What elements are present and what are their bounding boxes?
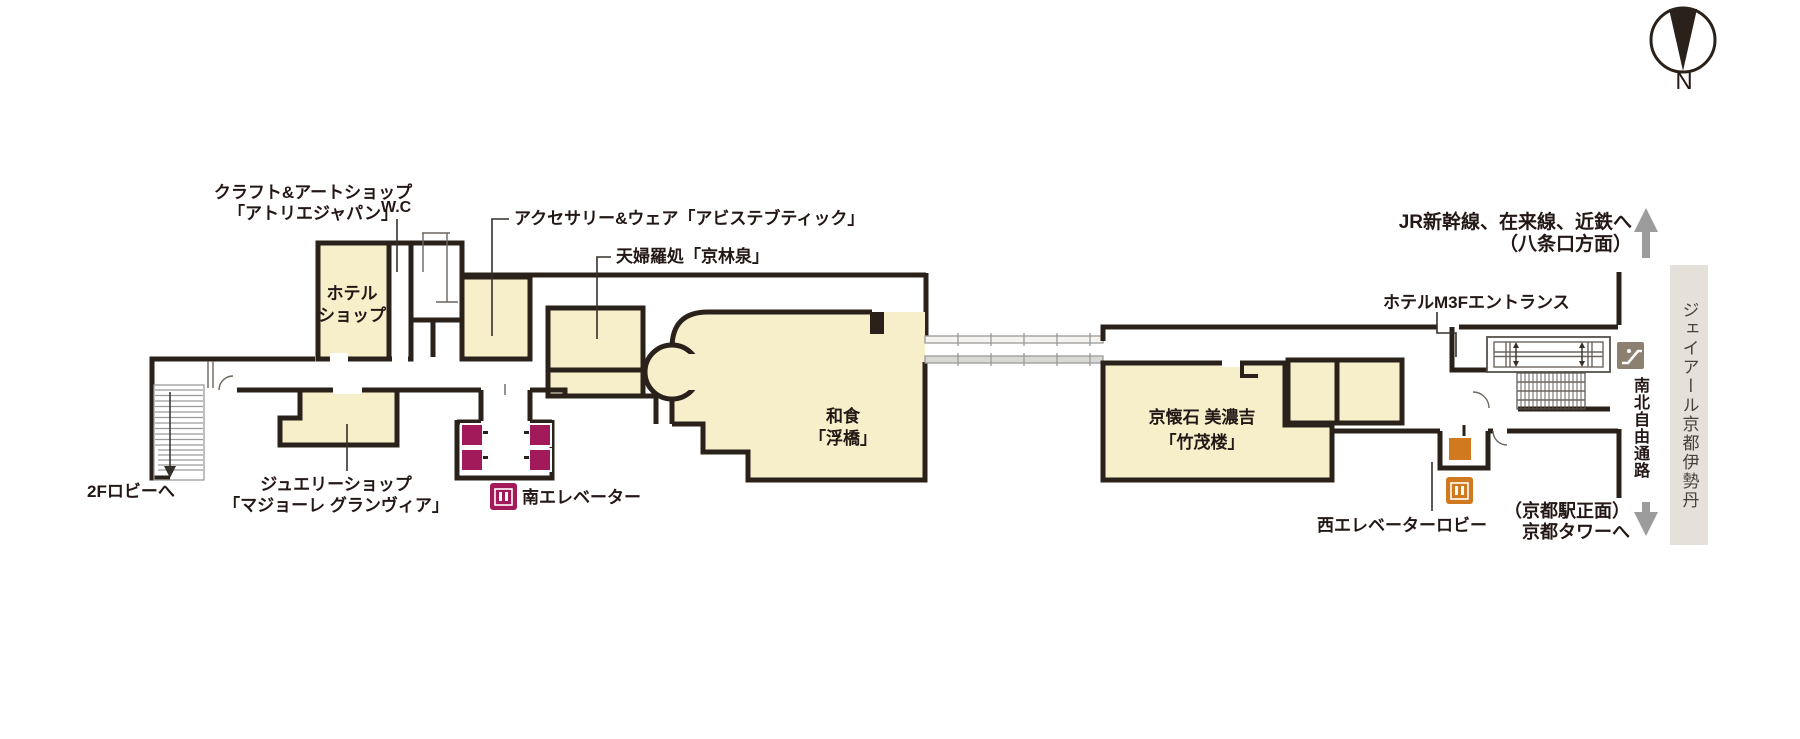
hotel-shop-label: ホテル ショップ — [318, 284, 386, 325]
room-jewelry-shop — [277, 385, 400, 448]
west-elevator-lobby-label: 西エレベーターロビー — [1317, 516, 1487, 535]
jewelry-shop-label: ジュエリーショップ 「マジョーレ グランヴィア」 — [223, 475, 449, 515]
escalator — [1486, 336, 1611, 373]
isetan-label: ジェイアール京都伊勢丹 — [1679, 300, 1699, 510]
south-elevator-car — [528, 423, 552, 447]
room-accessory-shop — [459, 274, 533, 362]
south-elevator-icon — [490, 483, 517, 510]
south-elevator-car — [460, 423, 484, 447]
ukihashi-label: 和食 「浮橋」 — [809, 407, 877, 448]
wc-fixture-lines — [422, 232, 458, 303]
tempura-label: 天婦羅処「京林泉」 — [616, 247, 769, 266]
room-tempura — [545, 305, 646, 399]
stairs-down-arrow — [164, 466, 176, 478]
jr-up-arrow — [1634, 208, 1658, 258]
passage-label: 南北自由通路 — [1631, 377, 1648, 479]
west-elevator-car — [1447, 436, 1473, 462]
kyoto-tower-label: （京都駅正面） 京都タワーへ — [1504, 501, 1630, 542]
door-arc-passage — [1492, 430, 1508, 446]
south-elevator-car — [528, 448, 552, 472]
south-elevator — [454, 384, 555, 481]
south-elevator-label: 南エレベーター — [522, 488, 641, 507]
craft-shop-label: クラフト&アートショップ 「アトリエジャパン」 — [213, 183, 413, 223]
room-wc — [408, 232, 465, 357]
kaiseki-label: 京懐石 美濃吉 「竹茂楼」 — [1148, 408, 1256, 452]
tower-down-arrow — [1634, 502, 1658, 536]
door-arc-stairs — [218, 375, 234, 391]
door-arc-west — [1472, 391, 1490, 409]
corridor-walls-left — [149, 272, 929, 481]
compass-icon — [1649, 6, 1717, 74]
stairs-2f — [153, 384, 205, 481]
corridor-walls-right — [1100, 272, 1622, 498]
hotel-m3f-entrance-label: ホテルM3Fエントランス — [1383, 293, 1570, 312]
room-ukihashi — [642, 309, 928, 483]
lobby-2f-label: 2Fロビーへ — [87, 482, 175, 501]
room-kaiseki-annex — [1285, 357, 1405, 426]
jr-lines-label: JR新幹線、在来線、近鉄へ （八条口方面） — [1398, 212, 1632, 255]
room-craft-shop — [386, 240, 414, 363]
escalator-icon — [1617, 342, 1644, 369]
room-kaiseki-main — [1100, 358, 1335, 483]
bridge-corridor — [924, 333, 1104, 366]
accessory-shop-label: アクセサリー&ウェア「アビステブティック」 — [514, 209, 865, 228]
leader-lines — [346, 218, 1457, 511]
stairs-right — [1516, 372, 1586, 410]
compass-north-label: N — [1675, 68, 1693, 95]
wc-label: W.C — [381, 199, 412, 216]
south-elevator-car — [460, 448, 484, 472]
west-elevator — [1437, 425, 1491, 471]
west-elevator-icon — [1446, 477, 1473, 504]
room-hotel-shop — [315, 240, 393, 363]
isetan-band: ジェイアール京都伊勢丹 — [1670, 265, 1708, 545]
